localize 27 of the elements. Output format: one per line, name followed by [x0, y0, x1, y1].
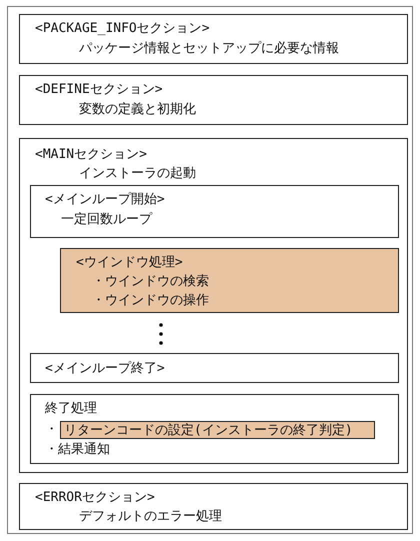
section-box — [30, 185, 399, 238]
box-heading: <PACKAGE_INFOセクション> — [35, 20, 210, 37]
section-box — [19, 75, 408, 125]
box-heading: <ウインドウ処理> — [76, 254, 183, 271]
box-text: ・ — [45, 421, 58, 438]
section-box — [19, 483, 408, 530]
box-text: パッケージ情報とセットアップに必要な情報 — [79, 40, 339, 57]
box-text: ・ウインドウの操作 — [92, 292, 209, 309]
section-box — [19, 138, 408, 473]
box-heading: 終了処理 — [45, 400, 97, 417]
outer-frame — [7, 6, 413, 534]
box-heading: <DEFINEセクション> — [35, 81, 163, 98]
section-box — [19, 14, 408, 64]
section-box — [30, 353, 399, 383]
box-text: インストーラの起動 — [79, 165, 196, 182]
box-heading: <メインループ終了> — [45, 360, 165, 377]
box-text: ・ウインドウの検索 — [92, 273, 209, 290]
box-text: デフォルトのエラー処理 — [79, 508, 222, 525]
box-text: 変数の定義と初期化 — [79, 101, 196, 118]
highlight-box — [60, 248, 399, 313]
box-text: ・結果通知 — [45, 441, 110, 458]
box-heading: <メインループ開始> — [45, 191, 165, 208]
box-heading: <MAINセクション> — [35, 146, 147, 163]
box-heading: リターンコードの設定(インストーラの終了判定) — [64, 422, 353, 439]
section-box — [30, 394, 399, 464]
box-heading: <ERRORセクション> — [35, 489, 155, 506]
box-text: 一定回数ループ — [61, 211, 152, 228]
